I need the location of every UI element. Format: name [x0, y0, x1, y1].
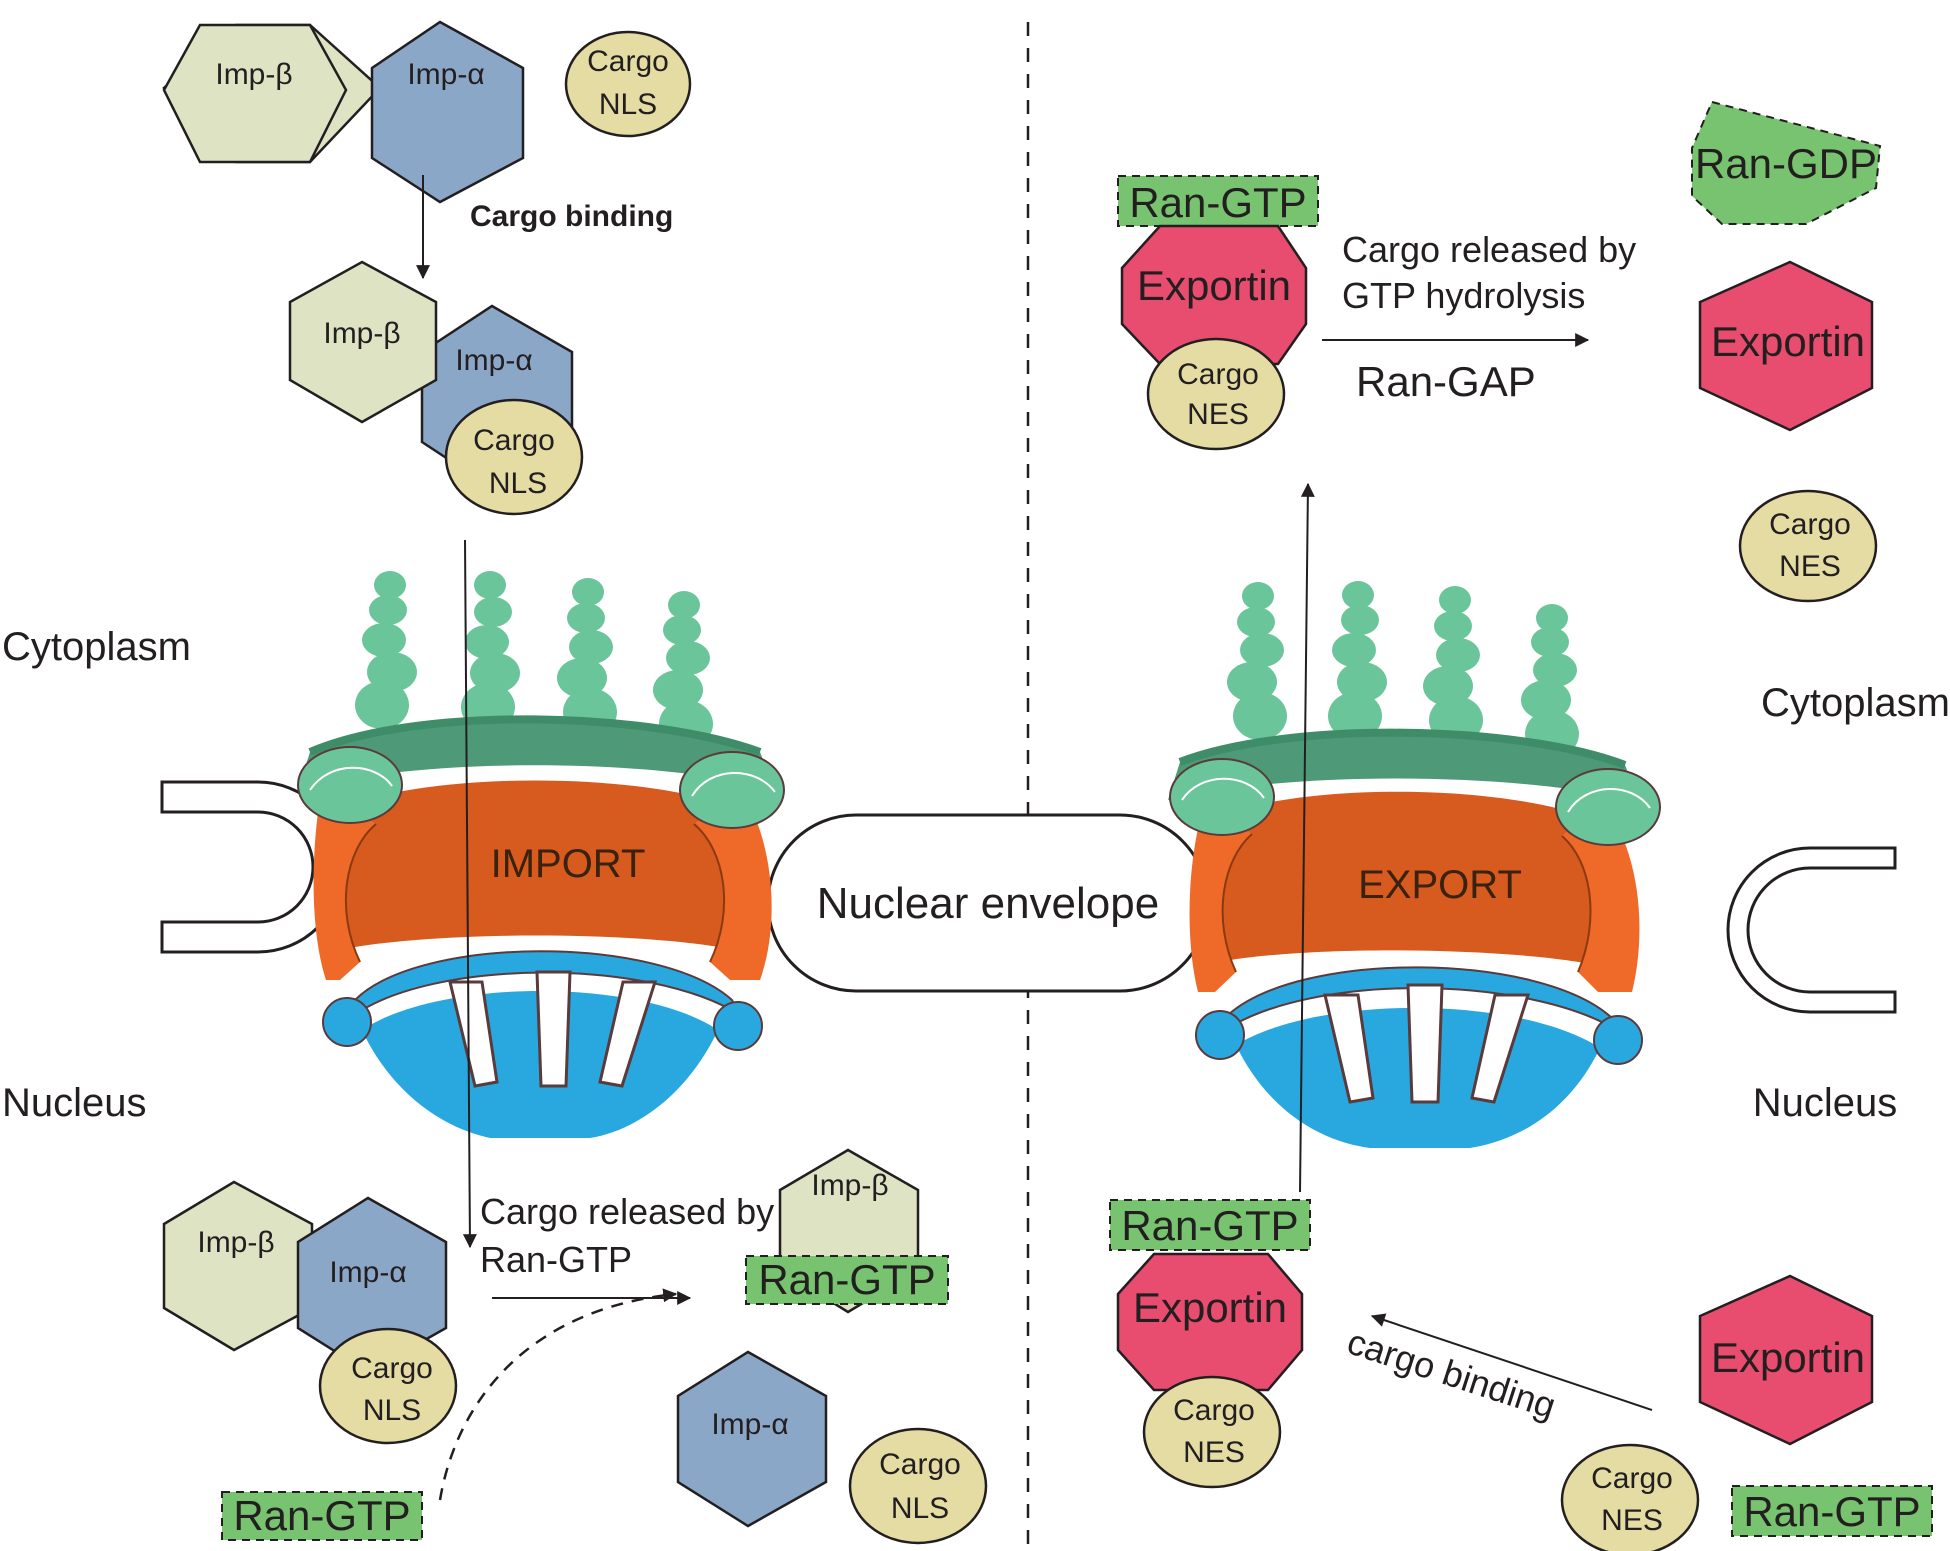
- ran-gtp-dashed-arrow: [438, 1288, 678, 1501]
- svg-text:Ran-GTP: Ran-GTP: [758, 1256, 935, 1303]
- svg-text:NES: NES: [1183, 1436, 1245, 1469]
- cytoplasmic-subunit-left: [1169, 758, 1275, 836]
- svg-text:Cargo: Cargo: [879, 1448, 961, 1481]
- svg-text:Imp-α: Imp-α: [711, 1408, 788, 1441]
- exportin-free-nucleus: Exportin: [1698, 1274, 1874, 1446]
- nuclear-envelope-label: Nuclear envelope: [817, 879, 1159, 928]
- export-cargo-binding-label: cargo binding: [1343, 1321, 1561, 1427]
- imp-alpha: Imp-α: [370, 20, 525, 204]
- hydrolysis-line1: Cargo released by: [1342, 229, 1636, 270]
- ran-gtp-export-complex: Ran-GTP: [1117, 175, 1319, 227]
- svg-text:NES: NES: [1187, 398, 1249, 431]
- svg-text:Imp-β: Imp-β: [215, 58, 292, 91]
- import-pore: IMPORT: [297, 571, 785, 1138]
- import-label: IMPORT: [491, 842, 646, 886]
- nucleus-label-left: Nucleus: [2, 1081, 147, 1125]
- imp-alpha-released: Imp-α: [676, 1350, 828, 1528]
- side-wall-left: [313, 812, 376, 980]
- cytoplasmic-subunit-left: [297, 746, 403, 824]
- svg-text:Imp-β: Imp-β: [197, 1226, 274, 1259]
- export-cargo-binding-arrow: [1370, 1313, 1653, 1411]
- svg-text:Cargo: Cargo: [473, 424, 555, 457]
- svg-text:Ran-GTP: Ran-GTP: [1743, 1488, 1920, 1535]
- export-pore: EXPORT: [1168, 581, 1661, 1148]
- released-ran-line2: Ran-GTP: [480, 1239, 632, 1280]
- exportin-free-cytoplasm: Exportin: [1698, 260, 1874, 432]
- cytoplasm-label-right: Cytoplasm: [1761, 681, 1950, 725]
- svg-text:Imp-β: Imp-β: [323, 317, 400, 350]
- cargo-binding-label: Cargo binding: [470, 200, 673, 233]
- svg-text:Exportin: Exportin: [1711, 318, 1865, 365]
- svg-text:Ran-GDP: Ran-GDP: [1695, 140, 1877, 187]
- cargo-nes-free-cytoplasm: Cargo NES: [1738, 489, 1878, 603]
- fg-repeats: [1227, 581, 1579, 758]
- cargo-nes-free-nucleus: Cargo NES: [1560, 1443, 1700, 1551]
- svg-text:NLS: NLS: [489, 467, 547, 500]
- svg-text:Ran-GTP: Ran-GTP: [1129, 179, 1306, 226]
- svg-text:NES: NES: [1779, 550, 1841, 583]
- svg-text:Imp-α: Imp-α: [329, 1256, 406, 1289]
- import-complex: Imp-α Imp-β Cargo NLS: [288, 260, 584, 516]
- export-label: EXPORT: [1358, 863, 1522, 907]
- export-arrow: [1299, 482, 1315, 1193]
- nuclear-basket: [322, 950, 763, 1138]
- ran-gtp-nucleus-import: Ran-GTP: [745, 1255, 949, 1305]
- nuclear-basket: [1195, 966, 1643, 1148]
- svg-text:Imp-β: Imp-β: [811, 1169, 888, 1202]
- nucleus-label-right: Nucleus: [1753, 1081, 1898, 1125]
- svg-text:Cargo: Cargo: [587, 45, 669, 78]
- cytoplasmic-subunit-right: [1555, 768, 1661, 846]
- cytoplasmic-ring: [298, 719, 775, 790]
- ran-gdp: Ran-GDP: [1691, 100, 1882, 225]
- import-complex-nucleus: Imp-β Imp-α Cargo NLS: [162, 1180, 458, 1445]
- svg-text:Cargo: Cargo: [1177, 358, 1259, 391]
- exportin-nucleus-complex: Exportin Cargo NES: [1116, 1252, 1304, 1489]
- import-arrow: [462, 539, 477, 1249]
- cytoplasmic-ring: [1168, 732, 1640, 802]
- svg-text:Ran-GTP: Ran-GTP: [1121, 1202, 1298, 1249]
- cargo-nls-released: Cargo NLS: [848, 1427, 988, 1545]
- exportin-cytoplasm-complex: Exportin Cargo NES: [1120, 224, 1308, 451]
- ran-gtp-free-nucleus: Ran-GTP: [1731, 1485, 1933, 1537]
- nuclear-envelope-membrane: [160, 780, 1897, 1014]
- central-channel: [330, 780, 745, 952]
- svg-text:NLS: NLS: [891, 1492, 949, 1525]
- cytoplasm-label-left: Cytoplasm: [2, 625, 191, 669]
- svg-text:Cargo: Cargo: [1591, 1462, 1673, 1495]
- svg-text:NLS: NLS: [599, 88, 657, 121]
- cargo-nls: Cargo NLS: [564, 30, 692, 138]
- svg-text:Exportin: Exportin: [1137, 262, 1291, 309]
- central-channel: [1205, 791, 1610, 968]
- hydrolysis-line2: GTP hydrolysis: [1342, 275, 1585, 316]
- svg-text:NES: NES: [1601, 1504, 1663, 1537]
- side-wall-right: [694, 810, 772, 980]
- svg-text:Ran-GTP: Ran-GTP: [233, 1492, 410, 1539]
- svg-text:NLS: NLS: [363, 1394, 421, 1427]
- cytoplasmic-subunit-right: [679, 751, 785, 829]
- ran-gtp-nucleus-export: Ran-GTP: [1109, 1199, 1311, 1251]
- imp-beta: Imp-β: [162, 23, 382, 164]
- svg-text:Exportin: Exportin: [1133, 1284, 1287, 1331]
- side-wall-left: [1189, 820, 1252, 992]
- released-ran-line1: Cargo released by: [480, 1191, 774, 1232]
- svg-text:Exportin: Exportin: [1711, 1334, 1865, 1381]
- ran-gap-label: Ran-GAP: [1356, 358, 1536, 405]
- ran-gtp-incoming: Ran-GTP: [221, 1491, 423, 1541]
- side-wall-right: [1562, 822, 1640, 992]
- svg-text:Cargo: Cargo: [1173, 1394, 1255, 1427]
- svg-text:Cargo: Cargo: [351, 1352, 433, 1385]
- svg-text:Imp-α: Imp-α: [455, 344, 532, 377]
- svg-text:Imp-α: Imp-α: [407, 58, 484, 91]
- svg-text:Cargo: Cargo: [1769, 508, 1851, 541]
